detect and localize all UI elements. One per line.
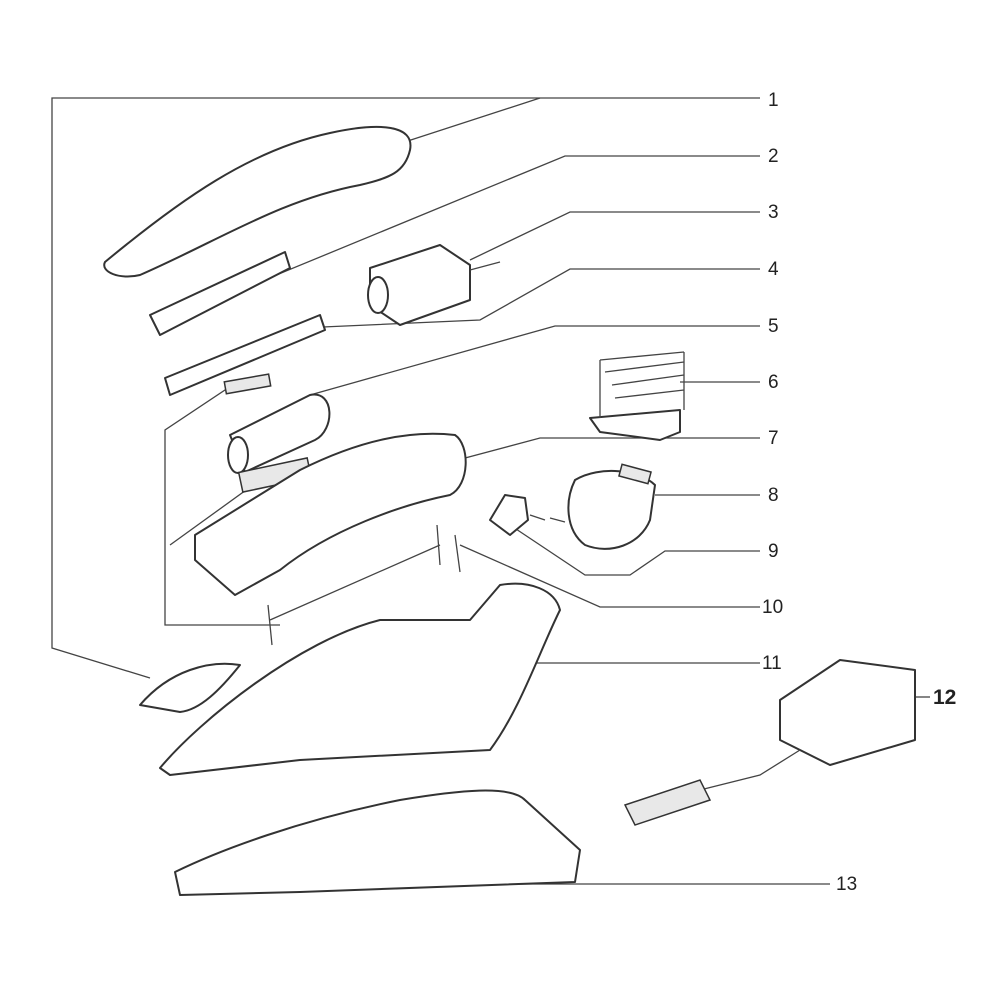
leader-lines — [51, 97, 930, 885]
part-7-inner-housing — [194, 432, 467, 596]
callout-8: 8 — [768, 485, 779, 506]
callout-1: 1 — [768, 90, 779, 111]
part-11-lower-housing — [159, 582, 561, 776]
callout-10: 10 — [762, 597, 783, 618]
part-3-motor — [367, 244, 501, 326]
part-12-power-adapter — [623, 659, 916, 826]
callout-labels: 1 2 3 4 5 6 7 8 9 10 11 12 13 — [762, 90, 956, 895]
part-1-top-cover — [103, 125, 412, 278]
part-4-circuit-board — [164, 314, 326, 396]
part-1-side-cover — [139, 662, 241, 713]
callout-7: 7 — [768, 428, 779, 449]
callout-13: 13 — [836, 874, 857, 895]
callout-9: 9 — [768, 541, 779, 562]
part-8-blade-head — [567, 463, 656, 550]
callout-4: 4 — [768, 259, 779, 280]
callout-6: 6 — [768, 372, 779, 393]
callout-2: 2 — [768, 146, 779, 167]
part-5-battery — [223, 373, 331, 493]
part-6-comb-attachment — [589, 351, 685, 441]
part-2-switch-frame — [149, 251, 291, 336]
callout-12: 12 — [933, 686, 956, 709]
part-13-charging-stand — [174, 789, 581, 896]
callout-11: 11 — [762, 653, 782, 674]
callout-5: 5 — [768, 316, 779, 337]
callout-3: 3 — [768, 202, 779, 223]
part-9-blade-holder-screws — [489, 494, 566, 536]
part-10-screws — [267, 524, 461, 646]
